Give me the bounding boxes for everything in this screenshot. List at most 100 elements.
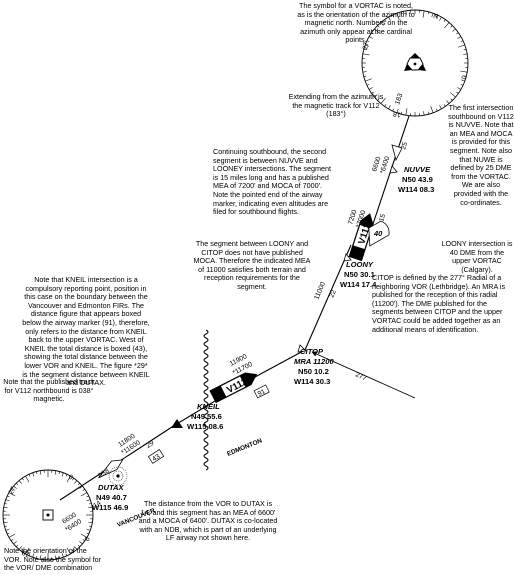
- compass-tick: [396, 13, 400, 20]
- compass-tick: [65, 474, 68, 477]
- compass-tick: [80, 492, 88, 497]
- compass-tick: [4, 525, 8, 527]
- compass-tick: [72, 549, 75, 553]
- compass-tick: [405, 10, 407, 15]
- compass-tick: [439, 105, 442, 110]
- note-loony-dme: LOONY intersection is 40 DME from the up…: [441, 239, 513, 274]
- vortac-symbol-icon: [404, 53, 426, 71]
- note-northbound-track: Note that the published track for V112 n…: [3, 377, 95, 404]
- compass-tick: [36, 555, 38, 559]
- fix-loony: LOONY N50 30.1 W114 17.4: [340, 260, 377, 289]
- track-183-label: 183: [394, 92, 404, 105]
- seg1-dist: 25: [400, 141, 409, 151]
- seg4-dist: 91: [257, 388, 267, 398]
- seg3-dist: 22: [328, 289, 337, 299]
- citop-lat: N50 10.2: [298, 367, 329, 376]
- compass-tick: [363, 48, 367, 51]
- radial-277-line: [311, 351, 416, 399]
- lower-compass-rose: 0 9 18 27: [2, 469, 94, 561]
- compass-tick: [15, 544, 19, 548]
- compass-tick: [36, 471, 38, 475]
- compass-tick: [10, 488, 14, 491]
- note-vortac-symbol: The symbol for a VORTAC is noted, as is …: [297, 1, 415, 45]
- compass-tick: [457, 87, 462, 90]
- dme-40-pointer: 40: [368, 220, 390, 247]
- note-dutax-distance: The distance from the VOR to DUTAX is 14…: [138, 499, 278, 543]
- upper-compass-e: 0: [459, 75, 467, 80]
- lower-compass-w: 27: [8, 486, 18, 496]
- compass-tick: [450, 92, 456, 98]
- compass-tick: [5, 528, 10, 531]
- compass-tick: [388, 16, 391, 21]
- seg3-mea: 11000: [313, 281, 327, 301]
- compass-tick: [74, 546, 78, 550]
- compass-tick: [77, 544, 81, 548]
- note-azimuth-track: Extending from the azimuth is the magnet…: [288, 92, 384, 119]
- kneil-lat: N49 55.6: [191, 412, 222, 421]
- compass-tick: [86, 495, 89, 498]
- compass-tick: [28, 474, 31, 477]
- compass-tick: [457, 36, 462, 39]
- compass-tick: [88, 503, 92, 505]
- compass-tick: [460, 40, 464, 42]
- compass-tick: [25, 547, 30, 555]
- compass-tick: [7, 495, 10, 498]
- compass-tick: [13, 485, 17, 489]
- compass-tick: [82, 539, 86, 542]
- compass-tick: [88, 506, 93, 509]
- upper-compass-rose: N 0 18 27: [361, 9, 469, 118]
- compass-tick: [39, 470, 42, 475]
- upper-compass-s: 18: [392, 110, 401, 118]
- compass-tick: [436, 108, 438, 112]
- seg5-dist-box: 43: [147, 449, 165, 464]
- compass-tick: [377, 98, 380, 101]
- compass-tick: [61, 472, 64, 477]
- radial-277-label: 277: [354, 371, 367, 382]
- citop-lon: W114 30.3: [294, 377, 330, 386]
- seg6-dist: 14: [92, 500, 102, 510]
- nuvve-name: NUVVE: [404, 165, 431, 174]
- seg5-seg-dist: 29: [144, 440, 155, 451]
- compass-tick: [86, 499, 91, 502]
- dutax-ndb-icon: [108, 466, 128, 486]
- compass-tick: [456, 32, 459, 35]
- citop-name: CITOP: [300, 347, 324, 356]
- compass-tick: [7, 532, 10, 535]
- fix-nuvve: NUVVE N50 43.9 W114 08.3: [398, 165, 434, 194]
- compass-tick: [18, 480, 22, 484]
- compass-tick: [427, 111, 430, 115]
- compass-tick: [405, 108, 408, 116]
- note-kneil: Note that KNEIL intersection is a compul…: [22, 275, 150, 388]
- compass-tick: [400, 11, 403, 15]
- compass-tick: [10, 539, 14, 542]
- compass-tick: [8, 492, 16, 497]
- lower-compass-s: 18: [21, 548, 31, 558]
- compass-tick: [28, 553, 31, 556]
- compass-tick: [18, 546, 22, 550]
- compass-tick: [423, 111, 425, 116]
- compass-tick: [371, 91, 374, 94]
- seg1-direction-arrow-icon: [391, 144, 403, 162]
- compass-tick: [58, 555, 60, 559]
- compass-tick: [25, 475, 30, 483]
- compass-tick: [86, 528, 91, 531]
- fir-boundary-line: [203, 329, 209, 471]
- fix-dutax: DUTAX N49 40.7 W115 46.9: [92, 483, 128, 512]
- seg2-dist: 15: [378, 213, 387, 223]
- compass-tick: [3, 521, 8, 524]
- compass-tick: [86, 532, 89, 535]
- airway-label-seg4: V112: [225, 376, 249, 396]
- lower-compass-n: 0: [67, 474, 74, 482]
- lower-compass-e: 9: [82, 535, 90, 542]
- kneil-name: KNEIL: [197, 402, 220, 411]
- kneil-lon: W115 08.6: [187, 422, 223, 431]
- compass-tick: [54, 555, 57, 560]
- lower-compass-ticks: [3, 470, 93, 560]
- compass-tick: [450, 25, 453, 28]
- note-loony-citop: The segment between LOONY and CITOP does…: [193, 239, 311, 291]
- compass-tick: [362, 71, 367, 73]
- compass-tick: [74, 480, 78, 484]
- fir-edmonton-label: EDMONTON: [226, 437, 263, 458]
- compass-tick: [371, 32, 374, 35]
